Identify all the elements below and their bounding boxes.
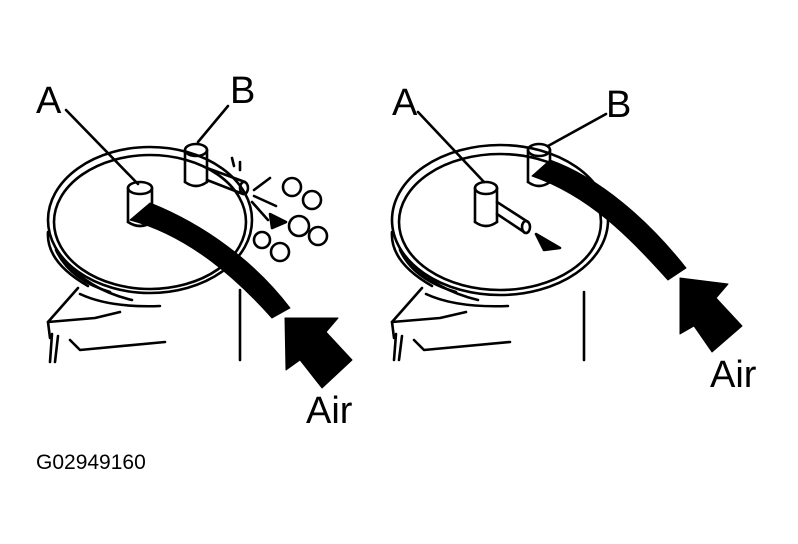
right-leader-b — [546, 112, 608, 148]
left-label-port-a: A — [36, 80, 62, 122]
figure-code: G02949160 — [36, 451, 146, 474]
left-air-arrow — [284, 317, 353, 389]
right-label-port-a: A — [392, 82, 418, 124]
left-port-b — [183, 142, 250, 196]
left-leader-b — [196, 104, 230, 144]
right-leader-a — [416, 110, 486, 184]
right-label-port-b: B — [606, 84, 632, 126]
right-valve-drawing — [390, 110, 743, 362]
right-label-air: Air — [710, 354, 757, 396]
left-air-escape-puffs — [250, 176, 329, 263]
right-mount-bracket — [390, 286, 586, 362]
right-air-hose — [531, 159, 687, 281]
left-mount-bracket — [46, 286, 242, 364]
left-air-hose — [129, 202, 291, 319]
right-air-arrow — [679, 277, 743, 353]
right-port-a — [473, 180, 562, 252]
left-leader-a — [64, 108, 140, 186]
left-label-air: Air — [306, 390, 353, 432]
right-diaphragm-housing — [390, 143, 610, 308]
left-label-port-b: B — [230, 70, 256, 112]
left-valve-drawing — [46, 104, 353, 389]
left-diaphragm-housing — [46, 145, 254, 308]
